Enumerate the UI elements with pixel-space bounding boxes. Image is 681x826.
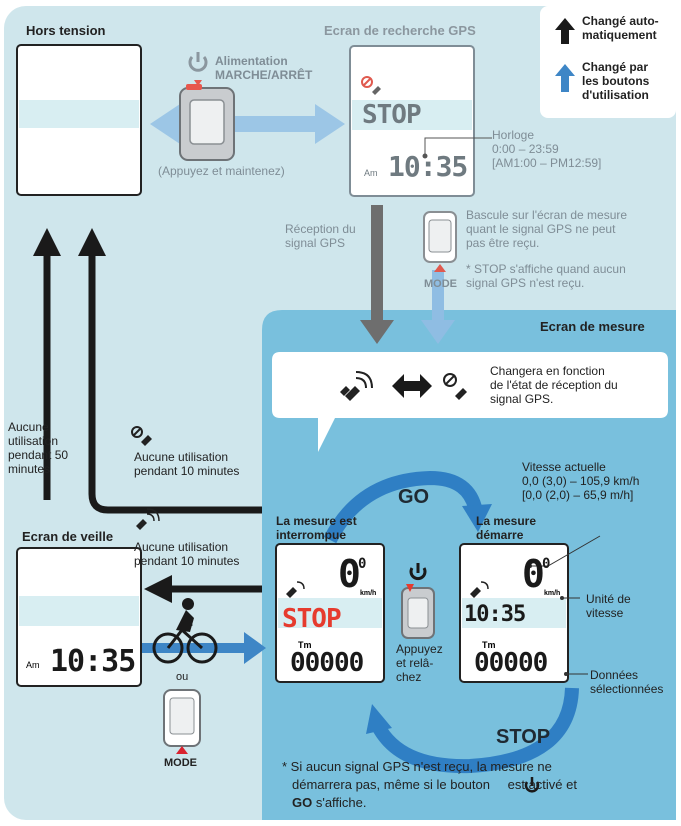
legend-auto: Changé auto- matiquement [582, 14, 659, 42]
power-device-button [186, 84, 202, 90]
speed-note: Vitesse actuelle 0,0 (3,0) – 105,9 km/h … [522, 460, 640, 502]
legend-buttons: Changé par les boutons d'utilisation [582, 60, 650, 102]
legend-blue-arrow [555, 64, 575, 92]
gps-reception-arrow [360, 205, 394, 344]
footnote-line-2b: est activé et [507, 777, 577, 792]
stop-note: * STOP s'affiche quand aucun signal GPS … [466, 262, 626, 290]
legend-black-arrow [555, 18, 575, 44]
power-toggle-arrow [150, 104, 345, 144]
power-off-title: Hors tension [26, 23, 106, 38]
no-use-10-top-label: Aucune utilisation pendant 10 minutes [134, 450, 240, 478]
gps-no-signal-icon [443, 373, 467, 400]
gps-receiving-small-icon [136, 508, 160, 530]
paused-data: 00000 [290, 648, 364, 678]
started-data: 00000 [474, 648, 548, 678]
sleep-band [19, 596, 139, 626]
power-press-arrow [194, 80, 202, 86]
gps-search-title: Ecran de recherche GPS [324, 23, 476, 38]
stop-curve-arrow [371, 687, 579, 774]
no-use-10-bottom-label: Aucune utilisation pendant 10 minutes [134, 540, 240, 568]
sleep-am: Am [26, 660, 40, 670]
footnote-line-1: * Si aucun signal GPS n'est reçu, la mes… [282, 759, 552, 774]
power-button-hint: (Appuyez et maintenez) [158, 164, 285, 178]
paused-tm: Tm [298, 640, 312, 650]
started-speed-dec: 0 [542, 556, 551, 572]
mode-switch-note: Bascule sur l'écran de mesure quant le s… [466, 208, 628, 250]
gps-reception-label: Réception du signal GPS [285, 222, 356, 250]
no-use-50-label: Aucune utilisation pendant 50 minutes [8, 420, 69, 476]
footnote-line-3b: s'affiche. [312, 795, 367, 810]
paused-speed: 0 [338, 552, 361, 596]
gps-no-signal-small-icon [131, 426, 152, 446]
mode-label-top: MODE [424, 278, 457, 290]
mode-label-bottom: MODE [164, 757, 197, 769]
footnote-go: GO [292, 795, 313, 810]
power-symbol-icon [188, 52, 208, 72]
gps-receiving-icon [340, 371, 373, 401]
measure-title: Ecran de mesure [540, 319, 645, 334]
paused-kmh: km/h [360, 590, 377, 597]
cyclist-icon [152, 598, 218, 664]
paused-speed-dec: 0 [358, 556, 367, 572]
started-kmh: km/h [544, 590, 561, 597]
footnote-line-3: GO s'affiche. [292, 796, 367, 810]
power-off-band [19, 100, 139, 128]
power-device-screen [189, 99, 225, 145]
go-curve-arrow [323, 470, 483, 544]
gps-search-am: Am [364, 168, 378, 178]
press-release-label: Appuyez et relâ- chez [396, 642, 443, 684]
started-tm: Tm [482, 640, 496, 650]
stop-label: STOP [496, 726, 551, 748]
gps-search-time: 10:35 [388, 150, 468, 183]
gps-state-text: Changera en fonction de l'état de récept… [490, 364, 618, 406]
started-speed: 0 [522, 552, 545, 596]
clock-label: Horloge 0:00 – 23:59 [AM1:00 – PM12:59] [492, 128, 602, 170]
gps-state-bubble [272, 352, 668, 452]
footnote-line-2a: démarrera pas, même si le bouton [292, 777, 494, 792]
unit-label: Unité de vitesse [586, 592, 631, 620]
go-label: GO [398, 486, 430, 508]
power-button-label: Alimentation MARCHE/ARRÊT [215, 54, 313, 82]
data-label: Données sélectionnées [590, 668, 664, 696]
footnote-line-2: démarrera pas, même si le bouton est act… [292, 778, 577, 792]
center-power-symbol-icon [409, 563, 427, 581]
state-toggle-arrow [392, 374, 432, 398]
or-label: ou [176, 671, 189, 683]
started-title: La mesure démarre [476, 514, 537, 542]
arrow-to-power-off-10 [78, 228, 262, 514]
gps-search-stop: STOP [362, 100, 422, 130]
legend-box [540, 6, 676, 118]
started-time: 10:35 [464, 602, 526, 627]
paused-stop: STOP [282, 604, 342, 634]
sleep-time: 10:35 [50, 644, 136, 679]
footnote-power-icon [524, 777, 540, 793]
gps-search-band [352, 100, 472, 130]
sleep-title: Ecran de veille [22, 529, 114, 544]
mode-switch-arrow [421, 270, 455, 344]
paused-title: La mesure est interrompue [276, 514, 357, 542]
gps-off-icon [361, 76, 373, 88]
